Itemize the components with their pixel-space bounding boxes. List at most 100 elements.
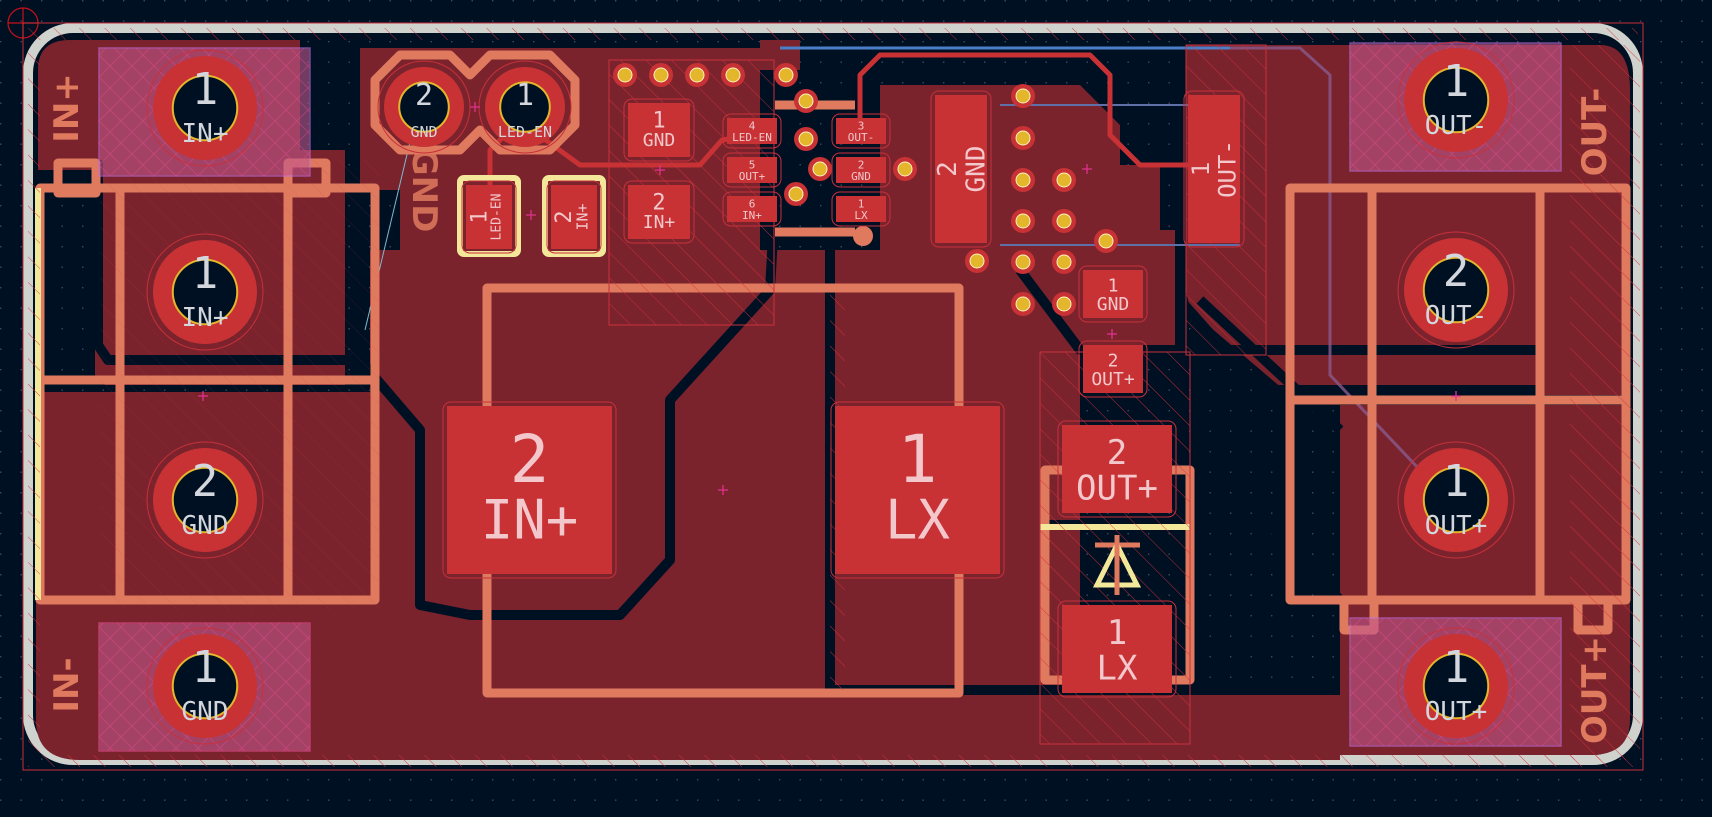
pad-number: 2 — [652, 190, 665, 215]
pad-net-label: GND — [410, 123, 437, 141]
test-point — [853, 226, 873, 246]
via[interactable] — [1011, 84, 1035, 108]
via[interactable] — [1011, 126, 1035, 150]
via[interactable] — [774, 63, 798, 87]
pad-number: 1 — [1108, 275, 1119, 296]
smd-pad[interactable]: 6IN+ — [722, 191, 782, 227]
pad-net-label: LED-EN — [732, 131, 772, 144]
via[interactable] — [1052, 250, 1076, 274]
smd-pad[interactable]: 1LX — [830, 401, 1005, 579]
via[interactable] — [721, 63, 745, 87]
pad-net-label: OUT+ — [1425, 697, 1488, 727]
pad-number: 1 — [898, 421, 938, 498]
via[interactable] — [1094, 229, 1118, 253]
zone-left-strip — [38, 42, 90, 160]
pad-number: 1 — [858, 197, 865, 210]
pad-number: 2 — [858, 158, 865, 171]
pad-number: 2 — [1108, 350, 1119, 371]
pad-number: 1 — [192, 64, 219, 115]
via[interactable] — [649, 63, 673, 87]
via[interactable] — [808, 157, 832, 181]
pad-net-label: GND — [182, 511, 229, 541]
pad-number: 6 — [749, 197, 756, 210]
pad-net-label: GND — [643, 130, 676, 151]
pad-net-label: GND — [961, 146, 991, 193]
pad-net-label: IN+ — [481, 489, 579, 552]
silk-label-gnd: GND — [404, 148, 444, 233]
through-hole-pad[interactable]: 1IN+ — [146, 233, 264, 351]
smd-pad[interactable]: 1LX — [1057, 600, 1177, 698]
silk-label-in-minus: IN- — [47, 657, 87, 712]
via[interactable] — [685, 63, 709, 87]
pad-net-label: OUT+ — [739, 170, 766, 183]
pad-net-label: OUT- — [1214, 140, 1242, 198]
pad-net-label: OUT- — [848, 131, 875, 144]
pad-number: 1 — [192, 642, 219, 693]
via[interactable] — [965, 249, 989, 273]
via[interactable] — [1011, 168, 1035, 192]
pad-number: 1 — [1443, 642, 1470, 693]
pad-net-label: LX — [885, 489, 951, 552]
via[interactable] — [784, 182, 808, 206]
pad-net-label: LX — [1097, 649, 1138, 689]
via[interactable] — [1011, 209, 1035, 233]
smd-pad[interactable]: 2IN+ — [442, 401, 617, 579]
via[interactable] — [794, 127, 818, 151]
smd-pad[interactable]: 2IN+ — [546, 180, 602, 254]
via[interactable] — [1052, 168, 1076, 192]
pad-number: 1 — [1187, 162, 1215, 176]
silk-label-in-plus: IN+ — [47, 73, 87, 143]
via[interactable] — [794, 89, 818, 113]
via[interactable] — [613, 63, 637, 87]
pad-net-label: LX — [854, 209, 868, 222]
pad-net-label: OUT+ — [1425, 511, 1488, 541]
through-hole-pad[interactable]: 1IN+ — [146, 49, 264, 167]
pad-net-label: LED-EN — [498, 123, 552, 141]
diode-symbol-icon — [1092, 535, 1142, 595]
footprint-anchors — [198, 102, 1461, 495]
via[interactable] — [1052, 292, 1076, 316]
via[interactable] — [1011, 250, 1035, 274]
pad-number: 1 — [467, 210, 492, 223]
pad-net-label: IN+ — [182, 119, 229, 149]
pad-number: 4 — [749, 119, 756, 132]
via[interactable] — [1052, 209, 1076, 233]
pad-number: 2 — [933, 161, 963, 177]
smd-pad[interactable]: 1LX — [831, 191, 891, 227]
smd-pad[interactable]: 2IN+ — [623, 180, 695, 244]
pad-number: 5 — [749, 158, 756, 171]
pad-net-label: IN+ — [742, 209, 762, 222]
pad-number: 1 — [1443, 56, 1470, 107]
pad-number: 1 — [192, 248, 219, 299]
pad-number: 2 — [192, 456, 219, 507]
via[interactable] — [893, 157, 917, 181]
pad-number: 2 — [1107, 433, 1127, 473]
pad-net-label: GND — [1097, 294, 1130, 315]
vias — [613, 63, 1118, 316]
pad-net-label: OUT+ — [1091, 369, 1135, 390]
pad-net-label: IN+ — [643, 212, 676, 233]
via[interactable] — [1011, 292, 1035, 316]
pad-net-label: GND — [851, 170, 871, 183]
pad-number: 2 — [415, 78, 433, 113]
